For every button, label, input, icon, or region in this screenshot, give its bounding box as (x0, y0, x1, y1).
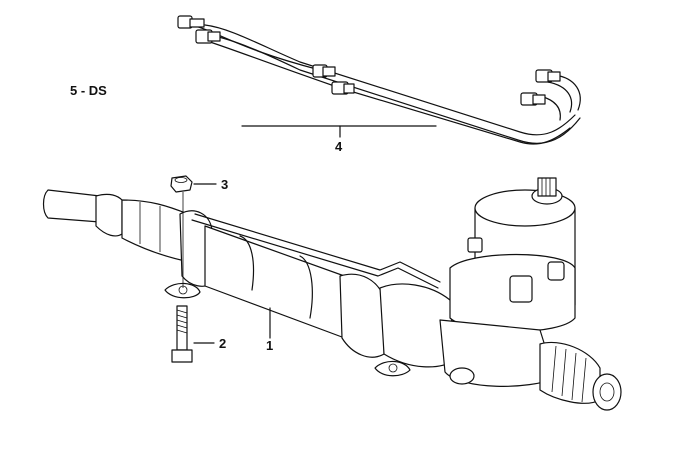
pipe-fitting (520, 92, 546, 106)
variant-label: 5 - DS (70, 83, 107, 98)
callout-1: 1 (266, 338, 274, 353)
callout-4: 4 (335, 139, 343, 154)
hydraulic-lines (177, 15, 581, 145)
pipe-fitting (535, 69, 561, 83)
pipe-fitting (177, 15, 205, 29)
pipe-fitting (195, 29, 221, 44)
bolt (171, 305, 193, 363)
callout-2: 2 (219, 336, 227, 351)
pipe-fitting (331, 81, 355, 95)
callout-3: 3 (221, 177, 229, 192)
callout-4-leader (241, 125, 437, 138)
nut (170, 175, 193, 288)
steering-gear (42, 177, 622, 411)
pipe-fitting (312, 64, 336, 78)
